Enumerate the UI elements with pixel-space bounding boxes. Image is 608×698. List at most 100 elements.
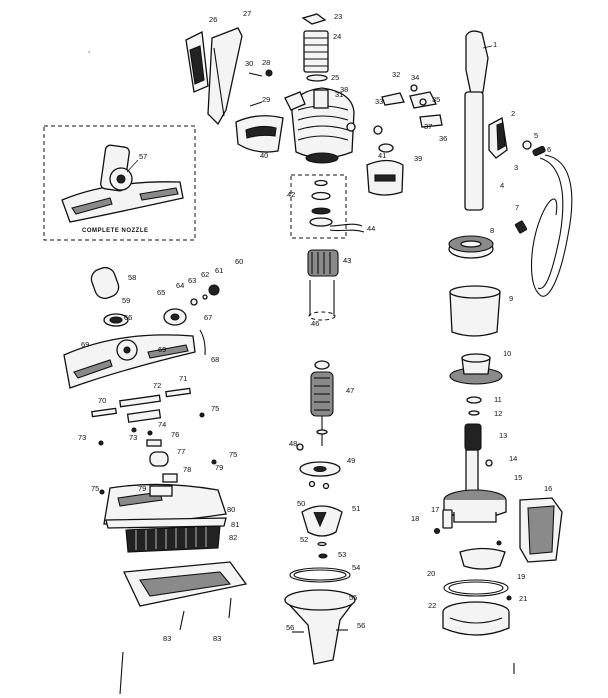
callout-44: 44 bbox=[367, 224, 375, 233]
callout-33: 33 bbox=[375, 97, 383, 106]
callout-8: 8 bbox=[490, 226, 494, 235]
callout-72: 72 bbox=[153, 381, 161, 390]
callout-73: 73 bbox=[129, 433, 137, 442]
callout-79: 79 bbox=[138, 484, 146, 493]
callout-43: 43 bbox=[343, 256, 351, 265]
callout-64: 64 bbox=[176, 281, 184, 290]
callout-63: 63 bbox=[188, 276, 196, 285]
callout-53: 53 bbox=[338, 550, 346, 559]
callout-65: 65 bbox=[157, 288, 165, 297]
callout-69: 69 bbox=[81, 340, 89, 349]
callout-83: 83 bbox=[213, 634, 221, 643]
callout-5: 5 bbox=[534, 131, 538, 140]
callout-13: 13 bbox=[499, 431, 507, 440]
callout-11: 11 bbox=[494, 395, 502, 404]
callout-15: 15 bbox=[514, 473, 522, 482]
callout-38: 38 bbox=[340, 85, 348, 94]
callout-10: 10 bbox=[503, 349, 511, 358]
callout-22: 22 bbox=[428, 601, 436, 610]
callout-48: 48 bbox=[289, 439, 297, 448]
callout-16: 16 bbox=[544, 484, 552, 493]
callout-25: 25 bbox=[331, 73, 339, 82]
callout-30: 30 bbox=[245, 59, 253, 68]
callout-80: 80 bbox=[227, 505, 235, 514]
callout-74: 74 bbox=[158, 420, 166, 429]
side-panels-26-27 bbox=[185, 27, 243, 126]
callout-57: 57 bbox=[139, 152, 147, 161]
callout-52: 52 bbox=[300, 535, 308, 544]
callout-83: 83 bbox=[163, 634, 171, 643]
callout-70: 70 bbox=[98, 396, 106, 405]
nozzle-neck bbox=[90, 266, 220, 356]
callout-35: 35 bbox=[432, 95, 440, 104]
callout-26: 26 bbox=[209, 15, 217, 24]
callout-56: 56 bbox=[357, 621, 365, 630]
callout-32: 32 bbox=[392, 70, 400, 79]
callout-6: 6 bbox=[547, 145, 551, 154]
callout-54: 54 bbox=[352, 563, 360, 572]
part-number-callouts: 1234567891011121314151617181920212223242… bbox=[78, 9, 552, 643]
nozzle-small-parts bbox=[91, 387, 217, 495]
callout-75: 75 bbox=[91, 484, 99, 493]
callout-55: 55 bbox=[349, 593, 357, 602]
callout-12: 12 bbox=[494, 409, 502, 418]
callout-9: 9 bbox=[509, 294, 513, 303]
callout-81: 81 bbox=[231, 520, 239, 529]
callout-17: 17 bbox=[431, 505, 439, 514]
bag-filter bbox=[449, 285, 501, 337]
side-cover-40 bbox=[235, 115, 284, 153]
fan-ring bbox=[448, 235, 494, 259]
callout-79: 79 bbox=[215, 463, 223, 472]
callout-14: 14 bbox=[509, 454, 517, 463]
switch-assembly bbox=[488, 116, 546, 159]
callout-31: 31 bbox=[335, 90, 343, 99]
callout-71: 71 bbox=[179, 374, 187, 383]
callout-75: 75 bbox=[229, 450, 237, 459]
callout-18: 18 bbox=[411, 514, 419, 523]
callout-51: 51 bbox=[352, 504, 360, 513]
callout-36: 36 bbox=[439, 134, 447, 143]
callout-82: 82 bbox=[229, 533, 237, 542]
bag-housing-base bbox=[433, 489, 563, 563]
callout-60: 60 bbox=[235, 257, 243, 266]
motor-brush-hardware bbox=[248, 69, 443, 153]
callout-73: 73 bbox=[78, 433, 86, 442]
callout-39: 39 bbox=[414, 154, 422, 163]
callout-77: 77 bbox=[177, 447, 185, 456]
callout-50: 50 bbox=[297, 499, 305, 508]
motor-housing bbox=[291, 13, 355, 164]
callout-75: 75 bbox=[211, 404, 219, 413]
callout-66: 66 bbox=[124, 313, 132, 322]
fan-and-plate bbox=[299, 461, 343, 559]
margin-mark bbox=[119, 651, 124, 695]
motor-internal-group bbox=[290, 174, 365, 239]
callout-29: 29 bbox=[262, 95, 270, 104]
callout-49: 49 bbox=[347, 456, 355, 465]
callout-56: 56 bbox=[286, 623, 294, 632]
nozzle-top-cover bbox=[63, 334, 196, 389]
callout-42: 42 bbox=[287, 190, 295, 199]
handle-tube bbox=[464, 30, 493, 211]
callout-78: 78 bbox=[183, 465, 191, 474]
nozzle-base-assembly bbox=[103, 483, 248, 631]
stray-mark: , bbox=[88, 45, 90, 54]
callout-67: 67 bbox=[204, 313, 212, 322]
callout-24: 24 bbox=[333, 32, 341, 41]
callout-61: 61 bbox=[215, 266, 223, 275]
field-coil bbox=[307, 249, 339, 321]
callout-3: 3 bbox=[514, 163, 518, 172]
callout-19: 19 bbox=[517, 572, 525, 581]
spring-stack bbox=[464, 396, 493, 499]
callout-69: 69 bbox=[158, 345, 166, 354]
callout-27: 27 bbox=[243, 9, 251, 18]
callout-28: 28 bbox=[262, 58, 270, 67]
callout-59: 59 bbox=[122, 296, 130, 305]
callout-68: 68 bbox=[211, 355, 219, 364]
callout-62: 62 bbox=[201, 270, 209, 279]
callout-58: 58 bbox=[128, 273, 136, 282]
fan-housing-top bbox=[449, 353, 503, 385]
callout-34: 34 bbox=[411, 73, 419, 82]
callout-46: 46 bbox=[311, 319, 319, 328]
callout-21: 21 bbox=[519, 594, 527, 603]
